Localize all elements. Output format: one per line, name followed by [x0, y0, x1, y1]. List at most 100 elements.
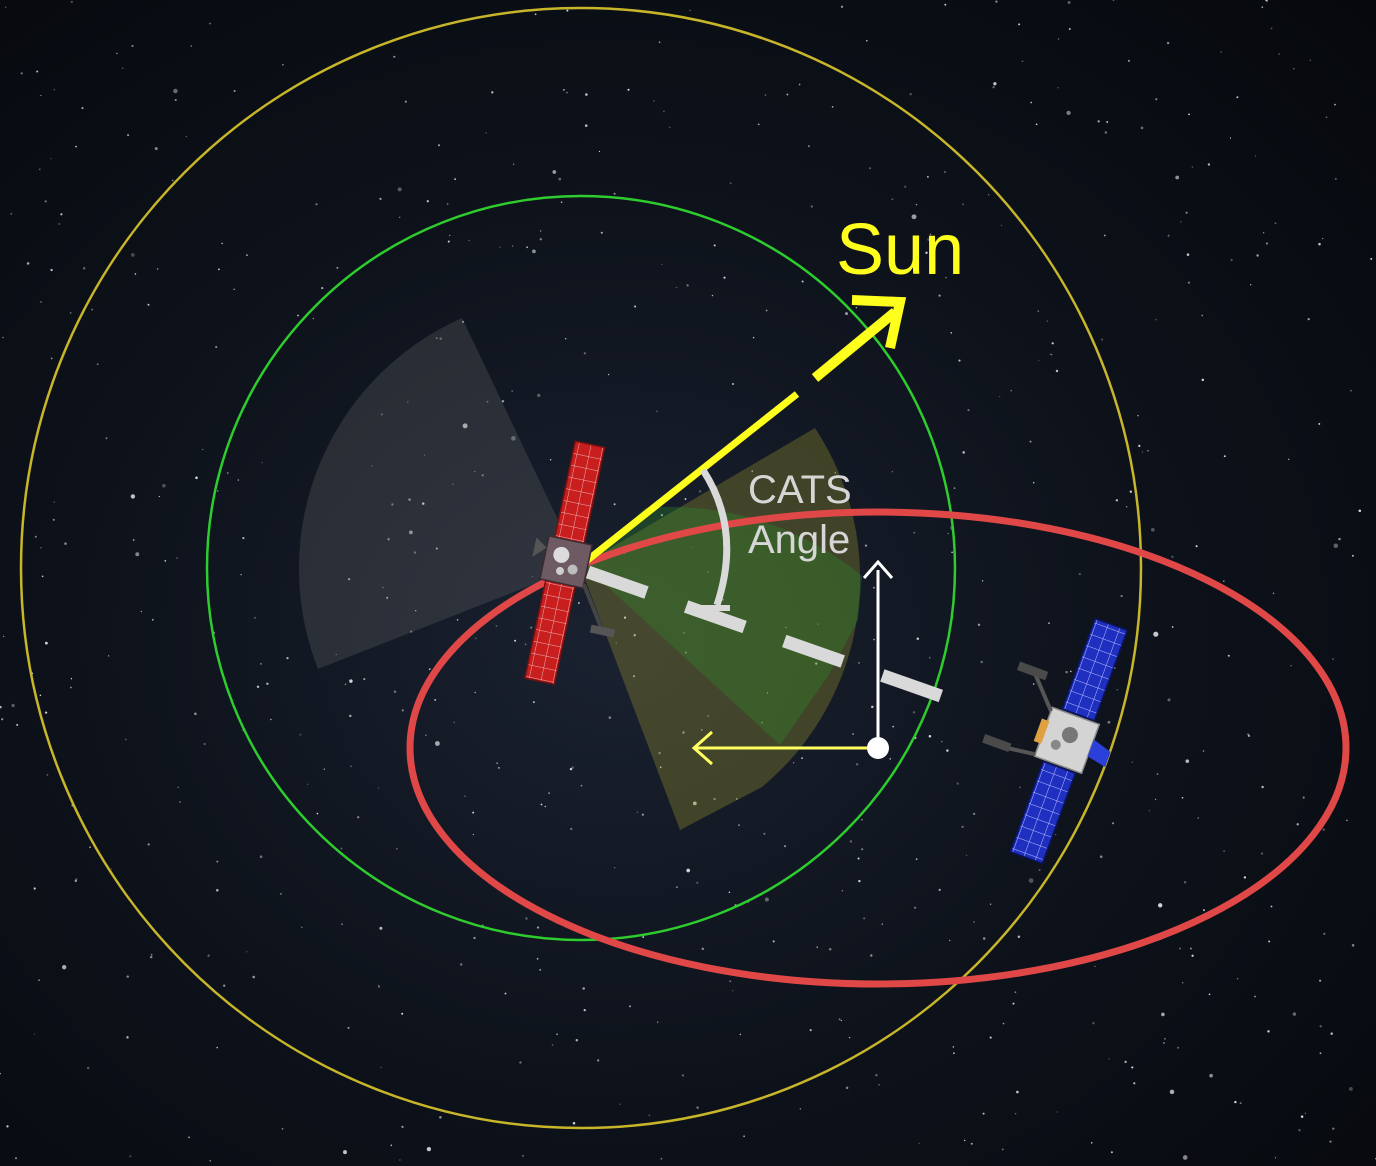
star [1298, 1129, 1301, 1132]
star [64, 542, 67, 545]
star [642, 935, 645, 939]
star [1207, 163, 1211, 166]
star [815, 662, 818, 665]
star [1268, 940, 1271, 943]
star [738, 824, 740, 826]
star [891, 198, 894, 201]
star [415, 609, 417, 612]
star [256, 685, 260, 689]
star [785, 626, 787, 629]
star [1028, 878, 1034, 884]
star [1302, 796, 1305, 799]
cats-angle-arc [700, 468, 731, 607]
star [623, 616, 627, 619]
star [38, 979, 40, 981]
star [1247, 734, 1251, 737]
star [1094, 965, 1096, 968]
star [684, 651, 687, 654]
star [1038, 869, 1041, 872]
star [1209, 1073, 1213, 1078]
star [1155, 319, 1157, 321]
star [44, 200, 47, 203]
star [1338, 537, 1341, 541]
star [217, 490, 219, 492]
star [927, 238, 930, 241]
star [1307, 317, 1310, 321]
star [657, 1021, 659, 1023]
star [147, 843, 150, 846]
star [1014, 991, 1017, 994]
star [1319, 979, 1322, 982]
star [439, 337, 442, 340]
star [62, 965, 67, 970]
star [929, 233, 932, 235]
star [491, 91, 494, 94]
star [52, 518, 55, 521]
star [870, 954, 873, 957]
star [1370, 257, 1373, 260]
star [809, 1028, 812, 1032]
star [566, 9, 569, 12]
star [16, 723, 19, 726]
star [855, 763, 859, 766]
star [916, 637, 920, 640]
star [1239, 1102, 1242, 1105]
star [1319, 1052, 1322, 1055]
star [14, 1157, 18, 1160]
star [889, 758, 892, 760]
star [816, 946, 818, 948]
star [149, 955, 153, 959]
star [845, 312, 848, 316]
star [641, 813, 645, 816]
star [915, 203, 918, 206]
star [613, 192, 616, 195]
star [50, 157, 52, 160]
star [532, 701, 535, 704]
star [840, 5, 844, 8]
star [929, 657, 931, 659]
star [1265, 242, 1269, 245]
star [39, 168, 41, 171]
star [607, 373, 610, 376]
star [951, 551, 953, 554]
star [397, 187, 402, 192]
star [1104, 131, 1108, 134]
star [852, 733, 854, 735]
star [1175, 175, 1180, 180]
star [792, 762, 795, 764]
star [798, 83, 801, 86]
star [387, 538, 390, 541]
star [36, 70, 39, 73]
star [1049, 353, 1051, 355]
star [838, 1018, 841, 1021]
star [512, 163, 515, 165]
star [1050, 353, 1053, 356]
star [1097, 120, 1100, 123]
star [1346, 819, 1348, 822]
star [380, 413, 383, 416]
star [209, 1160, 211, 1162]
star [173, 88, 178, 94]
star [707, 715, 710, 718]
star [658, 41, 661, 44]
star [582, 987, 585, 990]
star [1055, 369, 1059, 373]
star [627, 88, 630, 91]
star [496, 762, 498, 764]
star [600, 231, 603, 234]
star [177, 786, 179, 788]
star [1350, 389, 1352, 392]
star [995, 0, 998, 3]
star [1000, 224, 1003, 226]
star [481, 474, 484, 477]
star [961, 203, 965, 206]
star [468, 239, 470, 242]
star [944, 3, 947, 6]
star [130, 253, 135, 257]
star [786, 93, 789, 96]
star [473, 470, 476, 473]
star [70, 678, 73, 680]
star [190, 45, 192, 47]
star [987, 194, 990, 196]
star [660, 1157, 663, 1160]
